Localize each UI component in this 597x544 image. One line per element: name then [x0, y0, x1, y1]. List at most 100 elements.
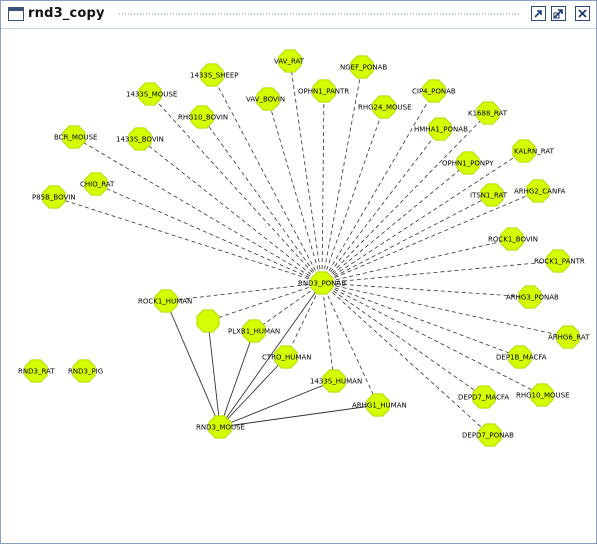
node-rock1-human[interactable]: ROCK1_HUMAN — [138, 289, 192, 313]
node-shape[interactable] — [208, 415, 232, 439]
dashed-edge-rnd3-ponab-depd7-ponab[interactable] — [321, 282, 491, 436]
node-shape[interactable] — [84, 172, 108, 196]
node-hmha1-ponab[interactable]: HMHA1_PONAB — [414, 117, 468, 141]
node-shape[interactable] — [472, 385, 496, 409]
node-chio-rat[interactable]: CHIO_RAT — [80, 172, 115, 196]
node-ophn1-ponpy[interactable]: OPHN1_PONPY — [442, 151, 494, 175]
node-plxb1-human[interactable]: PLXB1_HUMAN — [228, 319, 280, 343]
solid-edge-rnd3-mouse-arhg1-human[interactable] — [219, 404, 379, 428]
node-k1688-rat[interactable]: K1688_RAT — [468, 101, 508, 125]
node-shape[interactable] — [62, 125, 86, 149]
node-p85b-bovin[interactable]: P85B_BOVIN — [32, 185, 76, 209]
dashed-edge-rnd3-ponab-depd7-macfa[interactable] — [321, 282, 485, 398]
node-shape[interactable] — [42, 185, 66, 209]
dashed-edge-rnd3-ponab-rock1-pantr[interactable] — [321, 260, 559, 284]
node-rnd3-rat[interactable]: RND3_RAT — [18, 359, 55, 383]
solid-edge-rnd3-mouse-1433s-human[interactable] — [219, 380, 335, 428]
node-shape[interactable] — [546, 249, 570, 273]
node-shape[interactable] — [556, 325, 580, 349]
solid-edge-rnd3-mouse-unlabeled[interactable] — [207, 320, 221, 428]
node-shape[interactable] — [500, 227, 524, 251]
restore-icon[interactable] — [531, 6, 546, 21]
node-shape[interactable] — [256, 87, 280, 111]
node-rnd3-mouse[interactable]: RND3_MOUSE — [196, 415, 245, 439]
node-shape[interactable] — [476, 101, 500, 125]
dashed-edge-rnd3-ponab-dep1b-macfa[interactable] — [321, 282, 521, 358]
dashed-edge-rnd3-ponab-p85b-bovin[interactable] — [53, 196, 323, 284]
dashed-edge-rnd3-ponab-itsn1-rat[interactable] — [321, 194, 493, 284]
node-dep1b-macfa[interactable]: DEP1B_MACFA — [496, 345, 547, 369]
node-1433s-mouse[interactable]: 1433S_MOUSE — [126, 82, 177, 106]
node-rnd3-ponab[interactable]: RND3_PONAB — [298, 271, 346, 295]
node-shape[interactable] — [366, 393, 390, 417]
dashed-edge-rnd3-ponab-ngef-ponab[interactable] — [321, 66, 363, 284]
node-rock1-pantr[interactable]: ROCK1_PANTR — [534, 249, 585, 273]
dashed-edge-rnd3-ponab-arhg1-human[interactable] — [321, 282, 379, 406]
node-unlabeled[interactable] — [196, 309, 220, 333]
node-shape[interactable] — [512, 139, 536, 163]
solid-edge-rnd3-mouse-rock1-human[interactable] — [165, 300, 221, 428]
dashed-edge-rnd3-ponab-rock1-human[interactable] — [165, 282, 323, 302]
node-shape[interactable] — [190, 105, 214, 129]
dashed-edge-rnd3-ponab-rock1-bovin[interactable] — [321, 238, 513, 284]
node-rnd3-pig[interactable]: RND3_PIG — [68, 359, 103, 383]
node-shape[interactable] — [372, 95, 396, 119]
node-rhg10-bovin[interactable]: RHG10_BOVIN — [178, 105, 228, 129]
dashed-edge-rnd3-ponab-vav-bovin[interactable] — [267, 98, 323, 284]
node-shape[interactable] — [278, 49, 302, 73]
node-kalrn-rat[interactable]: KALRN_RAT — [512, 139, 555, 163]
dashed-edge-rnd3-ponab-ophn1-ponpy[interactable] — [321, 162, 469, 284]
node-depd7-ponab[interactable]: DEPD7_PONAB — [462, 423, 514, 447]
title-bar[interactable]: rnd3_copy — [1, 1, 596, 29]
node-vav-rat[interactable]: VAV_RAT — [274, 49, 305, 73]
node-shape[interactable] — [518, 285, 542, 309]
node-1433s-sheep[interactable]: 1433S_SHEEP — [190, 63, 239, 87]
node-shape[interactable] — [478, 423, 502, 447]
node-depd7-macfa[interactable]: DEPD7_MACFA — [458, 385, 509, 409]
dashed-edge-rnd3-ponab-ctro-human[interactable] — [285, 282, 323, 358]
node-shape[interactable] — [24, 359, 48, 383]
node-shape[interactable] — [196, 309, 220, 333]
solid-edge-rnd3-mouse-rnd3-ponab[interactable] — [219, 282, 323, 428]
dashed-edge-rnd3-ponab-rhg10-mouse[interactable] — [321, 282, 543, 396]
dashed-edge-rnd3-ponab-bcr-mouse[interactable] — [73, 136, 323, 284]
node-shape[interactable] — [128, 127, 152, 151]
node-rhg10-mouse[interactable]: RHG10_MOUSE — [516, 383, 570, 407]
node-vav-bovin[interactable]: VAV_BOVIN — [246, 87, 285, 111]
node-shape[interactable] — [242, 319, 266, 343]
dashed-edge-rnd3-ponab-k1688-rat[interactable] — [321, 112, 489, 284]
node-ngef-ponab[interactable]: NGEF_PONAB — [340, 55, 387, 79]
node-shape[interactable] — [428, 117, 452, 141]
node-arhg2-canfa[interactable]: ARHG2_CANFA — [514, 179, 566, 203]
node-shape[interactable] — [72, 359, 96, 383]
dashed-edge-rnd3-ponab-vav-rat[interactable] — [289, 60, 323, 284]
node-bcr-mouse[interactable]: BCR_MOUSE — [54, 125, 97, 149]
node-ophn1-pantr[interactable]: OPHN1_PANTR — [298, 79, 349, 103]
node-1433s-bovin[interactable]: 1433S_BOVIN — [116, 127, 164, 151]
network-canvas[interactable]: VAV_RAT NGEF_PONAB 1433S_SHEEP OPHN1_PANTR C… — [4, 29, 594, 541]
node-shape[interactable] — [312, 79, 336, 103]
node-shape[interactable] — [480, 183, 504, 207]
node-arhg1-human[interactable]: ARHG1_HUMAN — [352, 393, 407, 417]
node-arhg6-rat[interactable]: ARHG6_RAT — [548, 325, 590, 349]
node-shape[interactable] — [530, 383, 554, 407]
dashed-edge-rnd3-ponab-1433s-bovin[interactable] — [139, 138, 323, 284]
dashed-edge-rnd3-ponab-1433s-sheep[interactable] — [211, 74, 323, 284]
node-1433s-human[interactable]: 1433S_HUMAN — [310, 369, 362, 393]
node-cip4-ponab[interactable]: CIP4_PONAB — [412, 79, 456, 103]
dashed-edge-rnd3-ponab-plxb1-human[interactable] — [253, 282, 323, 332]
dashed-edge-rnd3-ponab-cip4-ponab[interactable] — [321, 90, 435, 284]
node-shape[interactable] — [310, 271, 334, 295]
node-shape[interactable] — [508, 345, 532, 369]
node-shape[interactable] — [422, 79, 446, 103]
node-shape[interactable] — [456, 151, 480, 175]
node-shape[interactable] — [274, 345, 298, 369]
dashed-edge-rnd3-ponab-1433s-mouse[interactable] — [149, 93, 323, 284]
solid-edge-rnd3-mouse-plxb1-human[interactable] — [219, 330, 255, 428]
dashed-edge-rnd3-ponab-ophn1-pantr[interactable] — [321, 90, 325, 284]
node-shape[interactable] — [526, 179, 550, 203]
node-shape[interactable] — [200, 63, 224, 87]
dashed-edge-rnd3-ponab-rhg10-bovin[interactable] — [201, 116, 323, 284]
node-shape[interactable] — [322, 369, 346, 393]
dashed-edge-rnd3-ponab-unlabeled[interactable] — [207, 282, 323, 322]
